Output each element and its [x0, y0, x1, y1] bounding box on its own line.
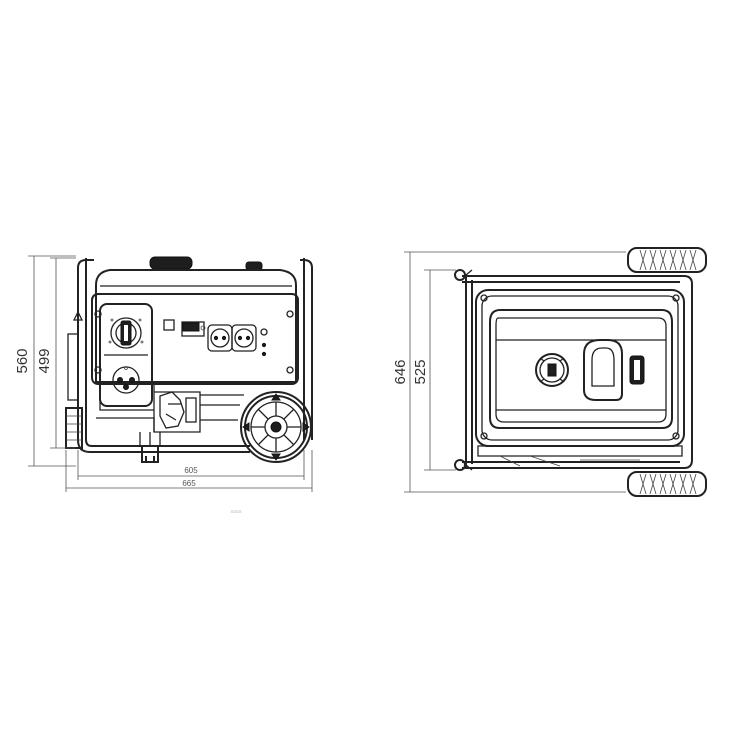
- watermark-text: aaaa: [230, 509, 241, 515]
- top-view: 646 525: [392, 247, 707, 497]
- front-foot: [141, 446, 159, 463]
- dim-label-605: 605: [184, 466, 198, 475]
- dim-label-560: 560: [14, 348, 31, 373]
- top-frame: [462, 275, 693, 469]
- dc-outlet-icon: [112, 366, 140, 394]
- top-wheel-lower: [627, 471, 707, 497]
- front-frame-base: [77, 439, 250, 453]
- dim-line-525: [424, 269, 456, 471]
- switch-subpanel: [99, 303, 153, 407]
- ac-outlet-right: [231, 324, 257, 352]
- dim-line-499: [50, 257, 76, 449]
- top-fuel-cap-icon: [535, 353, 569, 387]
- engine-lower: [99, 384, 201, 433]
- top-carry-handle: [583, 339, 623, 401]
- dim-line-560: [28, 255, 76, 467]
- front-wheel: [240, 391, 312, 463]
- dim-label-646: 646: [392, 359, 409, 384]
- frame-hook-ll: [454, 459, 466, 471]
- front-frame: [77, 258, 313, 440]
- engine-body: [95, 269, 297, 383]
- carburetor: [159, 391, 185, 429]
- top-wheel-upper: [627, 247, 707, 273]
- fuel-cap: [149, 256, 193, 270]
- dim-label-665: 665: [182, 479, 196, 488]
- front-handle: [67, 333, 79, 401]
- top-knob: [245, 261, 263, 271]
- dim-line-646: [404, 251, 626, 493]
- dim-label-525: 525: [412, 359, 429, 384]
- hour-meter: [181, 321, 205, 337]
- dim-line-665: [65, 450, 313, 492]
- control-panel: [91, 293, 299, 385]
- frame-hook-ul: [454, 269, 466, 281]
- dim-label-499: 499: [36, 348, 53, 373]
- front-view: 560 499 605 665: [14, 255, 313, 492]
- dim-line-605: [77, 450, 305, 480]
- fuel-tank: [489, 309, 673, 429]
